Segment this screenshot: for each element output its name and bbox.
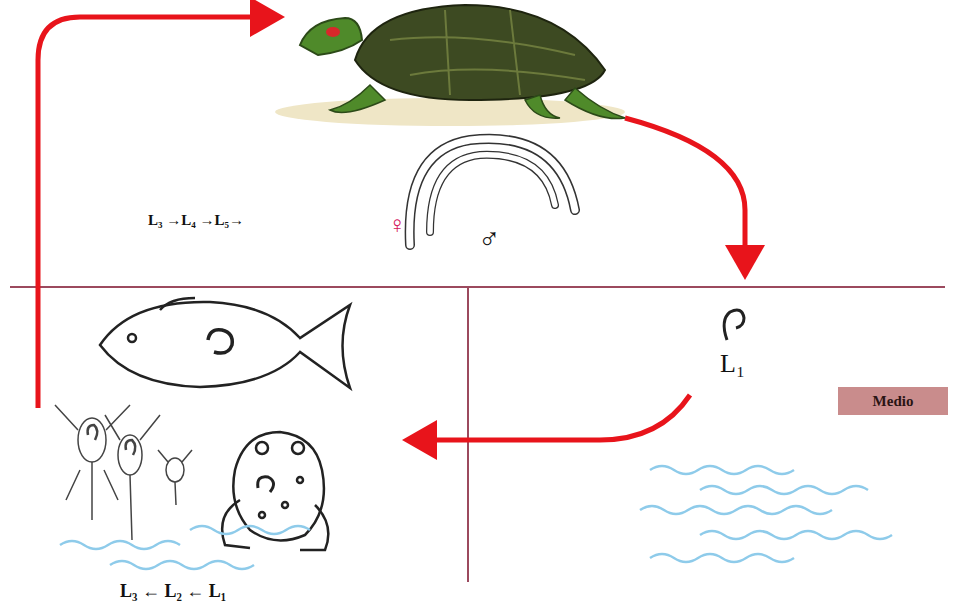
frog-drawing [222, 432, 328, 550]
medium-box: Medio [838, 387, 948, 415]
divider-line [10, 286, 945, 288]
water-waves [60, 466, 892, 569]
turtle-drawing [275, 5, 625, 126]
stage-sequence: L₃ ← L₂ ← L₁ [120, 582, 226, 602]
larva-stage: L₁ [720, 350, 745, 379]
fish-drawing [100, 298, 350, 388]
larva-drawing [724, 310, 744, 340]
stage-sequence: L₃ →L₄ →L₅→ [148, 212, 244, 229]
cycle-arrow [412, 395, 690, 440]
box-text: Medio [873, 393, 914, 410]
cycle-arrow [625, 118, 745, 270]
divider-line [467, 287, 469, 582]
copepod-drawing [55, 405, 192, 540]
cycle-arrow [38, 17, 275, 408]
male-symbol: ♂ [478, 222, 501, 255]
female-symbol: ♀ [388, 212, 406, 238]
